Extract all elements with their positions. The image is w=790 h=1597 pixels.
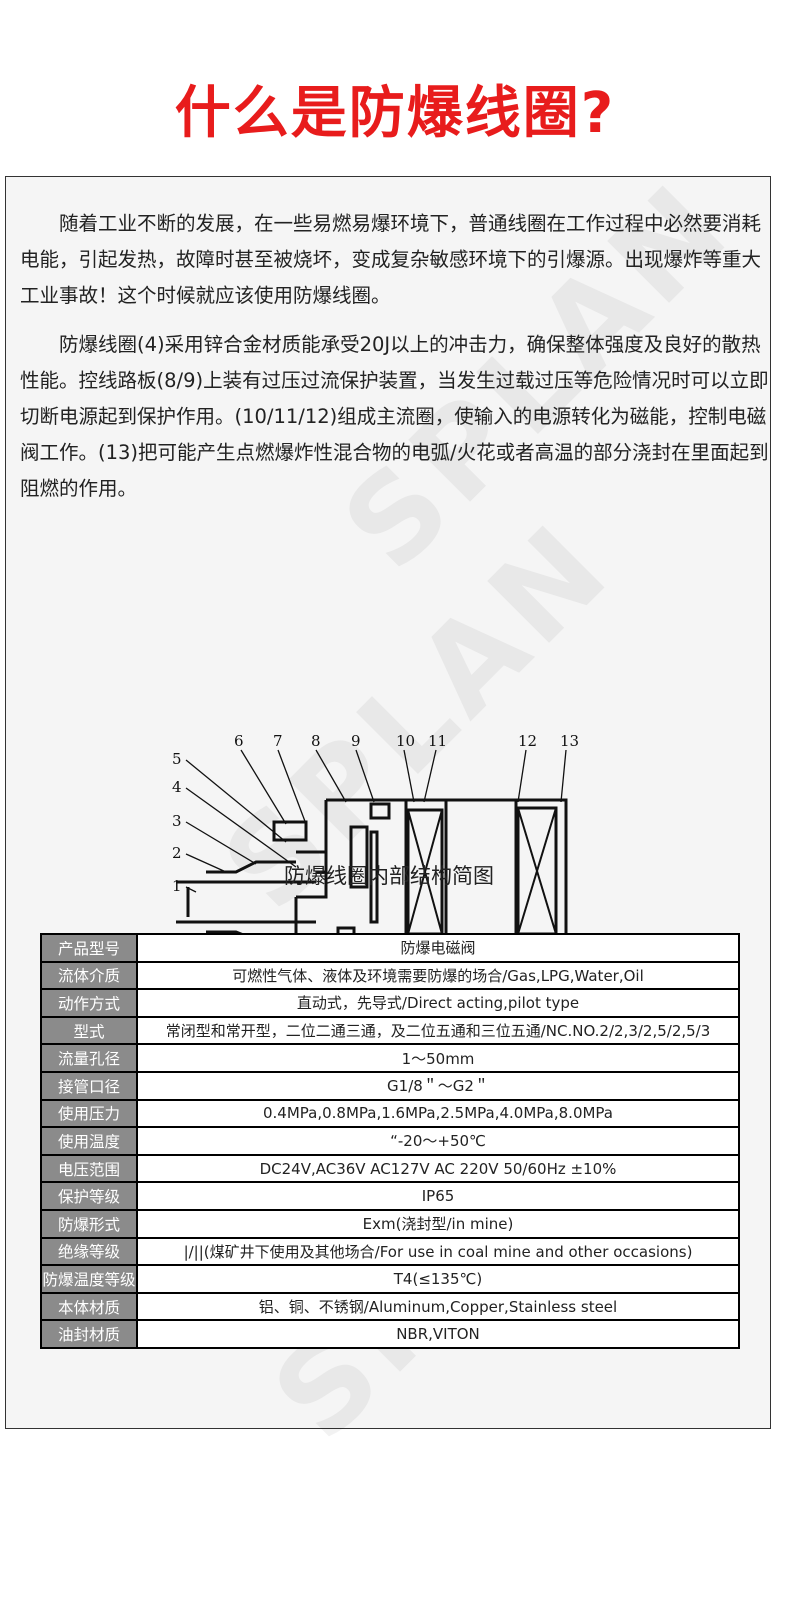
- diagram-label: 6: [234, 732, 244, 750]
- spec-key: 产品型号: [40, 933, 138, 963]
- spec-key: 油封材质: [40, 1319, 138, 1349]
- spec-row: 型式常闭型和常开型，二位二通三通，及二位五通和三位五通/NC.NO.2/2,3/…: [40, 1015, 740, 1046]
- spec-table-body: 产品型号防爆电磁阀流体介质可燃性气体、液体及环境需要防爆的场合/Gas,LPG,…: [40, 933, 740, 1349]
- diagram-label: 11: [428, 732, 447, 750]
- spec-value: 1～50mm: [136, 1043, 740, 1073]
- spec-value: 直动式，先导式/Direct acting,pilot type: [136, 988, 740, 1018]
- spec-row: 绝缘等级|/||(煤矿井下使用及其他场合/For use in coal min…: [40, 1236, 740, 1267]
- spec-value: Exm(浇封型/in mine): [136, 1208, 740, 1239]
- diagram-label: 1: [172, 877, 182, 895]
- spec-key: 型式: [40, 1015, 138, 1046]
- diagram-label: 9: [351, 732, 361, 750]
- spec-key: 电压范围: [40, 1153, 138, 1184]
- spec-key: 防爆形式: [40, 1208, 138, 1239]
- content-frame: SPLAN SPLAN SPLAN 随着工业不断的发展，在一些易燃易爆环境下，普…: [5, 156, 771, 1467]
- spec-value: 0.4MPa,0.8MPa,1.6MPa,2.5MPa,4.0MPa,8.0MP…: [136, 1098, 740, 1129]
- spec-row: 使用温度“-20～+50℃: [40, 1126, 740, 1156]
- spec-key: 本体材质: [40, 1291, 138, 1322]
- diagram-label: 4: [172, 778, 182, 796]
- intro-paragraph: 随着工业不断的发展，在一些易燃易爆环境下，普通线圈在工作过程中必然要消耗电能，引…: [20, 212, 762, 307]
- diagram-label: 3: [172, 812, 182, 830]
- diagram-label: 5: [172, 750, 182, 768]
- spec-row: 动作方式直动式，先导式/Direct acting,pilot type: [40, 988, 740, 1018]
- diagram-label: 7: [273, 732, 283, 750]
- feature-paragraph: 防爆线圈(4)采用锌合金材质能承受20J以上的冲击力，确保整体强度及良好的散热性…: [20, 333, 769, 500]
- diagram-label: 10: [396, 732, 415, 750]
- diagram-caption: 防爆线圈内部结构简图: [284, 864, 494, 888]
- diagram-label: 8: [311, 732, 321, 750]
- spec-value: 可燃性气体、液体及环境需要防爆的场合/Gas,LPG,Water,Oil: [136, 960, 740, 991]
- spec-key: 流体介质: [40, 960, 138, 991]
- spec-value: G1/8＂～G2＂: [136, 1070, 740, 1101]
- spec-value: 铝、铜、不锈钢/Aluminum,Copper,Stainless steel: [136, 1291, 740, 1322]
- spec-key: 接管口径: [40, 1070, 138, 1101]
- diagram-label: 2: [172, 844, 182, 862]
- spec-value: IP65: [136, 1181, 740, 1211]
- spec-key: 保护等级: [40, 1181, 138, 1211]
- spec-key: 防爆温度等级: [40, 1264, 138, 1294]
- spec-value: 常闭型和常开型，二位二通三通，及二位五通和三位五通/NC.NO.2/2,3/2,…: [136, 1015, 740, 1046]
- page-title: 什么是防爆线圈?: [174, 81, 616, 146]
- spec-value: |/||(煤矿井下使用及其他场合/For use in coal mine an…: [136, 1236, 740, 1267]
- spec-row: 流体介质可燃性气体、液体及环境需要防爆的场合/Gas,LPG,Water,Oil: [40, 960, 740, 991]
- spec-key: 流量孔径: [40, 1043, 138, 1073]
- spec-value: T4(≤135℃): [136, 1264, 740, 1294]
- diagram-label: 13: [560, 732, 579, 750]
- spec-key: 动作方式: [40, 988, 138, 1018]
- spec-key: 使用温度: [40, 1126, 138, 1156]
- spec-row: 产品型号防爆电磁阀: [40, 933, 740, 963]
- spec-value: DC24V,AC36V AC127V AC 220V 50/60Hz ±10%: [136, 1153, 740, 1184]
- spec-row: 本体材质铝、铜、不锈钢/Aluminum,Copper,Stainless st…: [40, 1291, 740, 1322]
- diagram-label: 12: [518, 732, 537, 750]
- spec-key: 绝缘等级: [40, 1236, 138, 1267]
- spec-value: 防爆电磁阀: [136, 933, 740, 963]
- spec-value: NBR,VITON: [136, 1319, 740, 1349]
- spec-table: 产品型号防爆电磁阀流体介质可燃性气体、液体及环境需要防爆的场合/Gas,LPG,…: [40, 933, 740, 1349]
- spec-key: 使用压力: [40, 1098, 138, 1129]
- spec-value: “-20～+50℃: [136, 1126, 740, 1156]
